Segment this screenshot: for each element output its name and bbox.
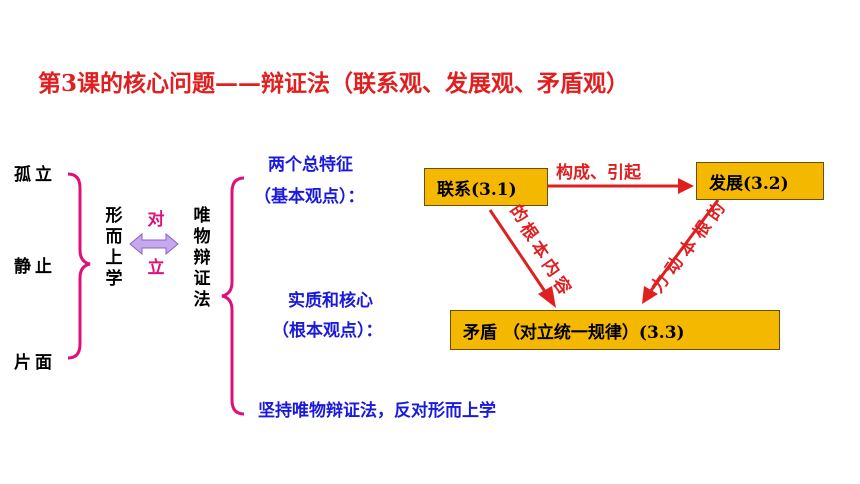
dialectics-char: 辩	[193, 248, 211, 268]
traits-brace	[67, 172, 91, 360]
dialectics-brace	[221, 176, 245, 416]
metaphysics-char: 而	[105, 227, 123, 247]
dialectics-char: 物	[193, 227, 211, 247]
essence-heading: 实质和核心	[288, 291, 373, 311]
opposition-label-top: 对	[147, 210, 165, 230]
essence-subheading: （根本观点）：	[272, 321, 383, 341]
development-box: 发展(3.2)	[696, 162, 824, 200]
dialectics-label: 唯 物 辩 证 法	[192, 206, 212, 311]
features-heading: 两个总特征	[268, 155, 353, 175]
arrow-development-to-contradiction	[648, 199, 720, 293]
contradiction-box: 矛盾 （对立统一规律）(3.3)	[450, 310, 780, 350]
page-title: 第3课的核心问题——辩证法（联系观、发展观、矛盾观）	[38, 70, 630, 97]
metaphysics-char: 学	[105, 269, 123, 289]
dialectics-char: 证	[193, 269, 211, 289]
arrow-connection-to-contradiction	[488, 209, 550, 297]
trait-static: 静止	[14, 257, 56, 277]
features-subheading: （基本观点）：	[254, 187, 365, 207]
trait-one-sided: 片面	[14, 353, 56, 373]
arrow-label-constitute: 构成、引起	[556, 163, 641, 183]
dialectics-char: 唯	[193, 206, 211, 226]
dialectics-char: 法	[193, 290, 211, 310]
metaphysics-char: 形	[105, 206, 123, 226]
metaphysics-char: 上	[105, 248, 123, 268]
conclusion-text: 坚持唯物辩证法，反对形而上学	[258, 401, 496, 421]
connection-box: 联系(3.1)	[424, 168, 548, 206]
metaphysics-label: 形 而 上 学	[104, 206, 124, 290]
trait-isolated: 孤立	[14, 165, 56, 185]
opposition-double-arrow	[129, 232, 179, 256]
opposition-label-bottom: 立	[147, 258, 165, 278]
